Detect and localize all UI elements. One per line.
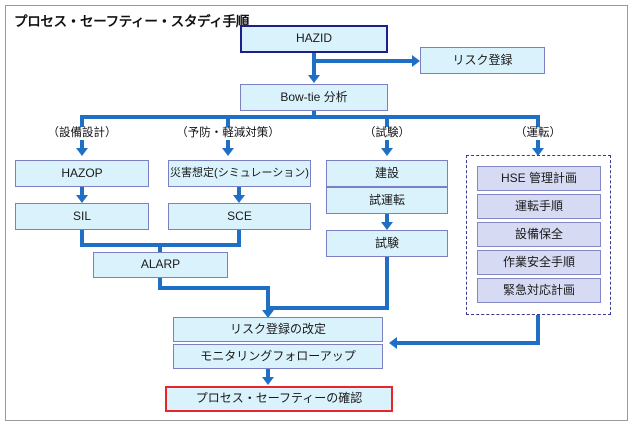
connector-branch-stem-test — [385, 115, 389, 127]
node-hazop[interactable]: HAZOP — [15, 160, 149, 187]
node-hazid[interactable]: HAZID — [240, 25, 388, 53]
ops-item-equipment-maintenance[interactable]: 設備保全 — [477, 222, 601, 247]
connector-hazop-to-sil — [80, 187, 84, 197]
arrowhead-operation-branch — [532, 148, 544, 156]
node-sce[interactable]: SCE — [168, 203, 311, 230]
arrowhead-hazid-to-risk-register — [412, 55, 420, 67]
branch-caption-prevention: （予防・軽減対策） — [176, 127, 280, 139]
page-title: プロセス・セーフティー・スタディ手順 — [14, 14, 250, 29]
ops-item-work-safety-procedure[interactable]: 作業安全手順 — [477, 250, 601, 275]
connector-test-left-to-revision — [266, 306, 389, 310]
connector-design-arrow-shaft — [80, 140, 84, 150]
arrowhead-design-branch — [76, 148, 88, 156]
arrowhead-alarp-to-revision — [262, 310, 274, 318]
branch-caption-test: （試験） — [364, 127, 410, 139]
connector-hazid-to-risk-register — [312, 59, 414, 63]
arrowhead-test-branch — [381, 148, 393, 156]
ops-item-emergency-response-plan[interactable]: 緊急対応計画 — [477, 278, 601, 303]
connector-hazid-to-bowtie — [312, 53, 316, 77]
connector-operation-arrow-shaft — [536, 140, 540, 150]
node-sil[interactable]: SIL — [15, 203, 149, 230]
arrowhead-commissioning-to-test — [381, 222, 393, 230]
connector-alarp-stem — [158, 243, 162, 255]
arrowhead-sim-to-sce — [233, 195, 245, 203]
node-disaster-sim[interactable]: 災害想定(シミュレーション) — [168, 160, 311, 187]
connector-prevention-arrow-shaft — [226, 140, 230, 150]
connector-monitoring-to-confirmation — [266, 369, 270, 380]
connector-test-down — [385, 257, 389, 310]
connector-ops-left — [397, 341, 540, 345]
arrowhead-ops-to-monitoring — [389, 337, 397, 349]
connector-sce-down — [237, 230, 241, 247]
arrowhead-hazop-to-sil — [76, 195, 88, 203]
connector-sil-down — [80, 230, 84, 247]
branch-caption-operation: （運転） — [515, 127, 561, 139]
node-construction[interactable]: 建設 — [326, 160, 448, 187]
ops-item-hse-management-plan[interactable]: HSE 管理計画 — [477, 166, 601, 191]
node-risk-register-revision[interactable]: リスク登録の改定 — [173, 317, 383, 342]
connector-alarp-to-revision — [266, 286, 270, 312]
connector-branch-stem-design — [80, 115, 84, 127]
connector-alarp-down — [158, 278, 162, 290]
connector-branch-stem-prevention — [226, 115, 230, 127]
connector-branch-bus — [80, 115, 540, 119]
connector-commissioning-to-test — [385, 214, 389, 224]
branch-caption-design: （設備設計） — [47, 127, 117, 139]
ops-item-operating-procedure[interactable]: 運転手順 — [477, 194, 601, 219]
arrowhead-hazid-to-bowtie — [308, 75, 320, 83]
node-test[interactable]: 試験 — [326, 230, 448, 257]
connector-alarp-right — [158, 286, 270, 290]
connector-branch-stem-operation — [536, 115, 540, 127]
connector-test-arrow-shaft — [385, 140, 389, 150]
node-monitoring-followup[interactable]: モニタリングフォローアップ — [173, 344, 383, 369]
node-bowtie[interactable]: Bow-tie 分析 — [240, 84, 388, 111]
operation-group-container — [466, 155, 611, 315]
arrowhead-prevention-branch — [222, 148, 234, 156]
node-alarp[interactable]: ALARP — [93, 252, 228, 278]
arrowhead-monitoring-to-confirmation — [262, 377, 274, 385]
node-risk-register[interactable]: リスク登録 — [420, 47, 545, 74]
node-process-safety-confirmation[interactable]: プロセス・セーフティーの確認 — [165, 386, 393, 412]
connector-ops-down — [536, 315, 540, 344]
connector-sim-to-sce — [237, 187, 241, 197]
node-commissioning[interactable]: 試運転 — [326, 187, 448, 214]
